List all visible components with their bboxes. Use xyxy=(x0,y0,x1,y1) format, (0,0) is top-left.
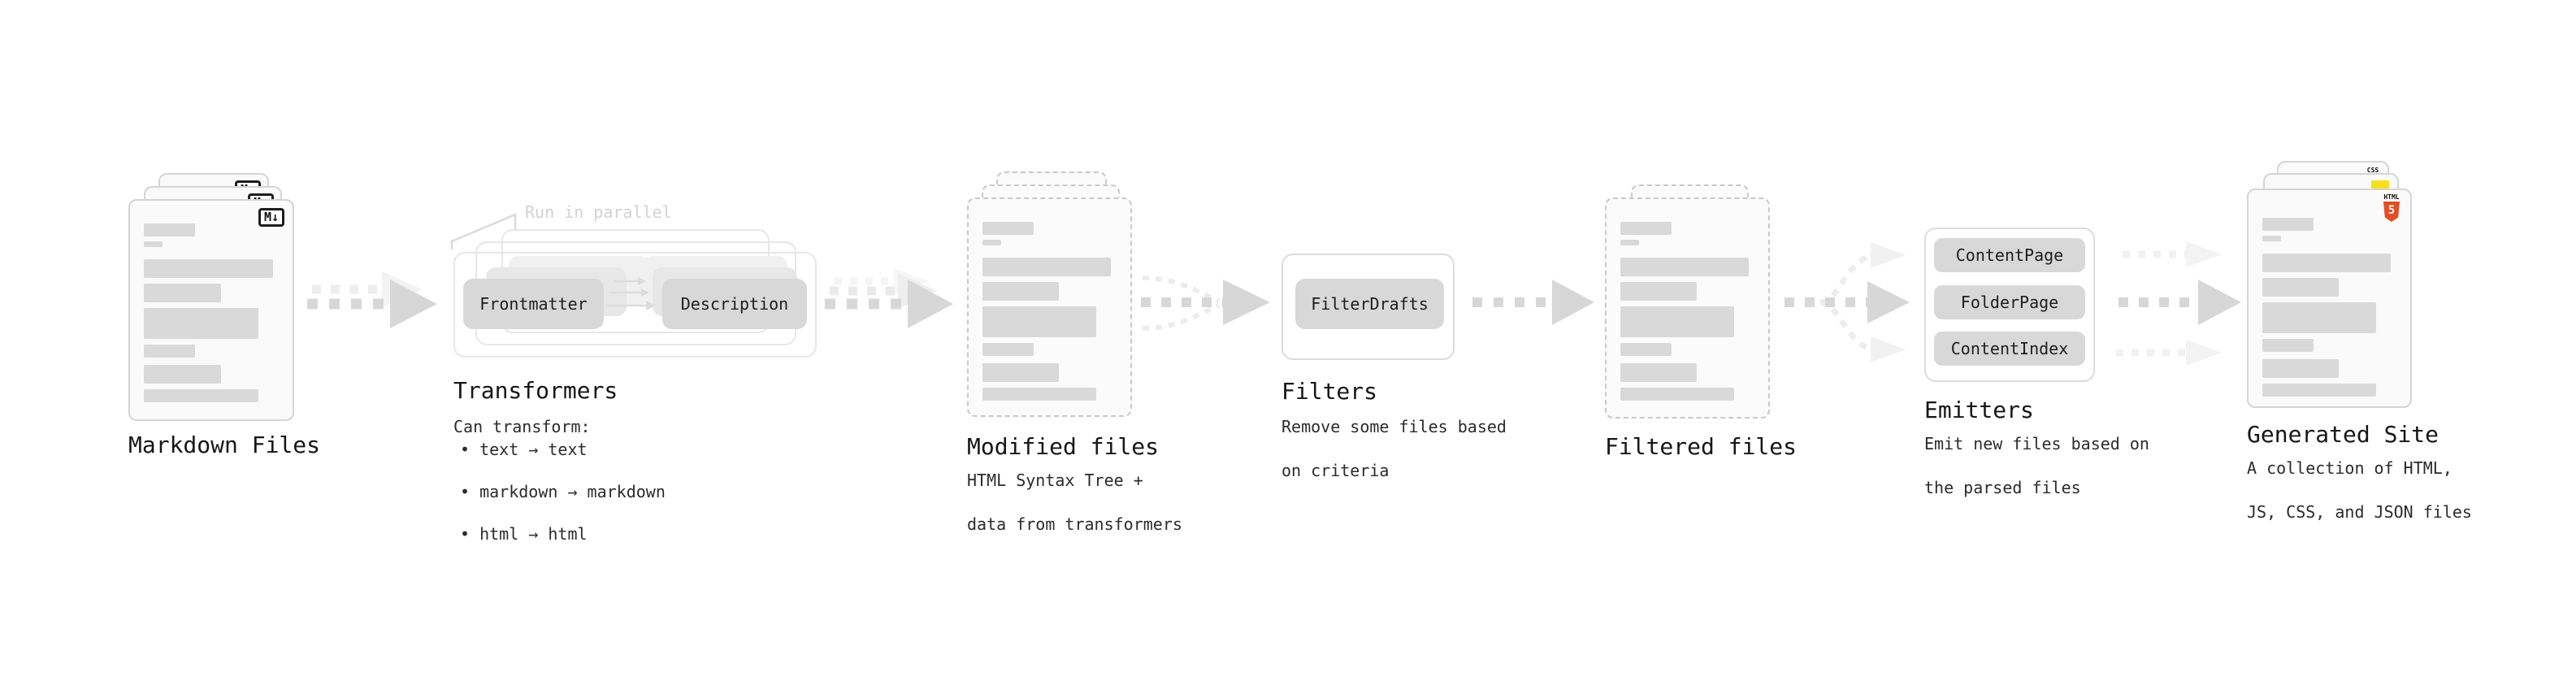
skeleton-text-bar xyxy=(1620,282,1698,301)
skeleton-text-bar xyxy=(144,308,259,339)
generated-site-description: A collection of HTML, JS, CSS, and JSON … xyxy=(2247,458,2472,523)
skeleton-text-bar xyxy=(2262,278,2340,297)
generated-site-card-front: HTML 5 xyxy=(2247,189,2412,408)
transformers-stack-front xyxy=(453,252,817,358)
skeleton-text-bar xyxy=(1620,306,1735,337)
skeleton-text-bar xyxy=(982,258,1112,276)
arrow-markdown-to-transformers xyxy=(307,271,437,328)
annotation-pointer-line xyxy=(450,213,517,249)
skeleton-text-bar xyxy=(982,222,1034,235)
skeleton-text-bar xyxy=(2262,218,2314,231)
filtered-files-label: Filtered files xyxy=(1605,433,1798,460)
skeleton-text-bar xyxy=(2262,302,2377,333)
transformers-description-title: Can transform: xyxy=(453,417,591,436)
run-in-parallel-annotation: Run in parallel xyxy=(525,202,672,222)
transformers-capabilities-list: • text → text • markdown → markdown • ht… xyxy=(460,439,666,544)
description-line: data from transformers xyxy=(967,514,1182,534)
skeleton-text-bar xyxy=(982,240,1002,245)
skeleton-text-bar xyxy=(144,389,259,402)
transformer-description-box: Description xyxy=(662,279,807,329)
modified-file-card-front xyxy=(967,197,1132,417)
capability-item: • html → html xyxy=(460,524,588,544)
transformer-frontmatter-box: Frontmatter xyxy=(463,279,604,329)
description-line: A collection of HTML, xyxy=(2247,458,2452,478)
capability-item: • text → text xyxy=(460,440,588,459)
html5-icon-shield: 5 xyxy=(2383,202,2400,222)
transformers-label: Transformers xyxy=(453,377,618,404)
skeleton-text-bar xyxy=(2262,359,2340,378)
emitter-folder-page-box: FolderPage xyxy=(1934,285,2085,319)
javascript-icon xyxy=(2371,180,2389,189)
document-skeleton-text xyxy=(144,223,279,402)
description-line: Emit new files based on xyxy=(1924,434,2149,453)
skeleton-text-bar xyxy=(1620,363,1698,382)
skeleton-text-bar xyxy=(2262,339,2314,352)
skeleton-text-bar xyxy=(1620,388,1735,401)
description-line: Remove some files based xyxy=(1281,417,1507,436)
capability-item: • markdown → markdown xyxy=(460,482,666,501)
document-skeleton-text xyxy=(982,222,1117,401)
markdown-file-card-front: M↓ xyxy=(128,199,294,421)
description-line: on criteria xyxy=(1281,461,1390,480)
emitter-content-index-box: ContentIndex xyxy=(1934,332,2085,366)
skeleton-text-bar xyxy=(982,282,1060,301)
document-skeleton-text xyxy=(2262,218,2396,397)
skeleton-text-bar xyxy=(144,241,163,247)
skeleton-text-bar xyxy=(144,284,221,302)
arrow-filters-to-filtered xyxy=(1472,280,1594,325)
emitters-description: Emit new files based on the parsed files xyxy=(1924,433,2149,499)
arrow-modified-to-filters xyxy=(1141,275,1270,331)
modified-files-description: HTML Syntax Tree + data from transformer… xyxy=(967,470,1182,536)
skeleton-text-bar xyxy=(982,306,1097,337)
skeleton-text-bar xyxy=(2262,384,2377,397)
skeleton-text-bar xyxy=(2262,254,2392,272)
document-skeleton-text xyxy=(1620,222,1754,401)
description-line: the parsed files xyxy=(1924,478,2081,497)
filters-label: Filters xyxy=(1281,378,1378,405)
skeleton-text-bar xyxy=(2262,236,2282,241)
css-icon-text: CSS xyxy=(2366,167,2379,174)
emitters-label: Emitters xyxy=(1924,397,2034,423)
skeleton-text-bar xyxy=(1620,343,1672,356)
description-line: JS, CSS, and JSON files xyxy=(2247,502,2472,522)
skeleton-text-bar xyxy=(1620,258,1750,276)
filter-drafts-box: FilterDrafts xyxy=(1295,279,1444,329)
arrow-filtered-to-emitters xyxy=(1785,242,1910,362)
skeleton-text-bar xyxy=(982,388,1097,401)
markdown-icon: M↓ xyxy=(258,208,284,227)
generated-site-label: Generated Site xyxy=(2247,421,2439,448)
description-line: HTML Syntax Tree + xyxy=(967,471,1143,490)
markdown-files-label: Markdown Files xyxy=(128,432,321,458)
skeleton-text-bar xyxy=(982,363,1060,382)
arrow-transformers-to-modified xyxy=(825,268,953,328)
filters-description: Remove some files based on criteria xyxy=(1281,416,1507,482)
skeleton-text-bar xyxy=(1620,240,1640,245)
arrow-emitters-to-generated xyxy=(2116,241,2241,366)
skeleton-text-bar xyxy=(144,259,274,278)
skeleton-text-bar xyxy=(982,343,1034,356)
html5-icon: HTML 5 xyxy=(2383,194,2400,222)
modified-files-label: Modified files xyxy=(967,433,1160,460)
skeleton-text-bar xyxy=(144,223,196,236)
emitter-content-page-box: ContentPage xyxy=(1934,238,2085,272)
skeleton-text-bar xyxy=(144,345,196,358)
parallel-transform-arrows xyxy=(607,277,656,310)
skeleton-text-bar xyxy=(144,365,221,384)
html5-icon-text: HTML xyxy=(2383,193,2400,201)
skeleton-text-bar xyxy=(1620,222,1672,235)
filtered-file-card-front xyxy=(1605,197,1770,419)
